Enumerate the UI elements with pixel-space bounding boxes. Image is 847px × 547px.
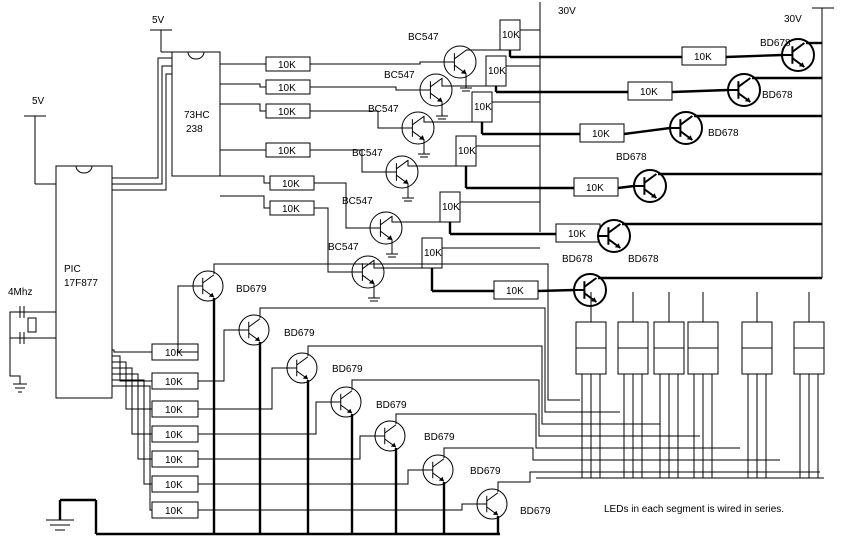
collector-resistor-label-2: 10K: [474, 102, 492, 113]
pic-wire-4: [112, 373, 152, 460]
collector-resistor-label-4: 10K: [442, 202, 460, 213]
ground-bottom: [46, 498, 500, 536]
label-30v-center: 30V: [558, 6, 576, 17]
pic-wire-5: [112, 379, 152, 485]
decoder-label-line1: 73HC: [184, 110, 210, 121]
crystal-label: 4Mhz: [8, 287, 32, 298]
bc547-label-3: BC547: [352, 148, 383, 159]
bc-base-wire-3: [310, 149, 386, 173]
decoder-output-resistors: 10K 10K 10K 10K 10K 10K: [220, 56, 315, 216]
bd678-label-1: BD678: [762, 90, 793, 101]
bd678-resistor-1-label: 10K: [640, 87, 658, 98]
decoder-resistor-1-label: 10K: [278, 83, 296, 94]
bc-base-wire-0: [310, 61, 444, 65]
pic-resistor-5-label: 10K: [165, 480, 183, 491]
decoder-resistor-2-label: 10K: [278, 107, 296, 118]
decoder-resistor-4-label: 10K: [282, 179, 300, 190]
pic-resistor-6-label: 10K: [165, 506, 183, 517]
pic-output-resistors: 10K 10K 10K 10K 10K 10K 10K: [112, 343, 199, 519]
decoder-resistor-5-label: 10K: [282, 204, 300, 215]
bc-base-wire-4: [314, 182, 370, 229]
bd679-label-1: BD679: [284, 328, 315, 339]
bc547-drivers: BC547 10K BC547 10K BC547 10K BC547 10K BC547 10K…: [310, 19, 540, 302]
collector-resistor-label-3: 10K: [458, 146, 476, 157]
label-5v-left: 5V: [32, 96, 45, 107]
pic-wire-6: [112, 385, 152, 511]
mcu-label-line1: PIC: [64, 264, 81, 275]
bc547-label-5: BC547: [328, 242, 359, 253]
decoder-wire-5: [220, 195, 270, 209]
bd679-label-3: BD679: [376, 400, 407, 411]
bc-base-wire-1: [310, 86, 420, 91]
bd678-label-0: BD678: [760, 38, 791, 49]
decoder-wire-2: [220, 103, 266, 112]
pic-resistor-0-label: 10K: [165, 348, 183, 359]
pic-wire-3: [112, 367, 152, 435]
bd678-resistor-5-label: 10K: [506, 286, 524, 297]
label-5v-top: 5V: [152, 15, 165, 26]
bd678-label-2: BD678: [708, 128, 739, 139]
pic-resistor-2-label: 10K: [165, 405, 183, 416]
mcu-label-line2: 17F877: [64, 278, 98, 289]
bd679-label-2: BD679: [332, 364, 363, 375]
supply-rails: [24, 2, 834, 278]
pic-resistor-3-label: 10K: [165, 430, 183, 441]
decoder-wire-4: [220, 175, 270, 184]
pic-microcontroller: PIC 17F877: [55, 165, 113, 399]
bd678-label-5: BD678: [562, 254, 593, 265]
bd678-label-3: BD678: [616, 152, 647, 163]
bd678-resistor-4-label: 10K: [568, 229, 586, 240]
bd679-label-6: BD679: [520, 506, 551, 517]
pic-resistor-4-label: 10K: [165, 455, 183, 466]
series-wiring-note: LEDs in each segment is wired in series.: [604, 504, 784, 515]
bd679-label-5: BD679: [470, 466, 501, 477]
bc547-label-2: BC547: [368, 104, 399, 115]
collector-resistor-label-0: 10K: [502, 30, 520, 41]
bd679-label-0: BD679: [236, 284, 267, 295]
decoder-ic: 73HC 238: [171, 51, 221, 177]
decoder-resistor-3-label: 10K: [278, 146, 296, 157]
bc547-label-0: BC547: [408, 32, 439, 43]
mcu-decoder-bus: [112, 57, 172, 191]
bd678-label-4: BD678: [628, 254, 659, 265]
collector-resistor-label-5: 10K: [424, 248, 442, 259]
bc-base-wire-5: [314, 207, 352, 273]
bc547-label-1: BC547: [384, 70, 415, 81]
bc547-label-4: BC547: [342, 196, 373, 207]
bd678-resistor-2-label: 10K: [592, 129, 610, 140]
collector-resistor-label-1: 10K: [488, 66, 506, 77]
bd678-resistor-0-label: 10K: [694, 52, 712, 63]
decoder-resistor-0-label: 10K: [278, 60, 296, 71]
decoder-wire-1: [220, 83, 266, 88]
label-30v-right: 30V: [784, 14, 802, 25]
bd679-label-4: BD679: [424, 432, 455, 443]
decoder-label-line2: 238: [186, 124, 203, 135]
pic-resistor-1-label: 10K: [165, 377, 183, 388]
pic-wire-0: [112, 349, 152, 353]
crystal-oscillator: 4Mhz: [8, 287, 56, 393]
led-segments: [536, 292, 825, 479]
bc-base-wire-2: [310, 110, 402, 129]
bd678-resistor-3-label: 10K: [586, 183, 604, 194]
bd678-anode-drivers: 10K BD678 10K BD678 10K BD678 10K BD678 10K BD678…: [430, 38, 822, 307]
